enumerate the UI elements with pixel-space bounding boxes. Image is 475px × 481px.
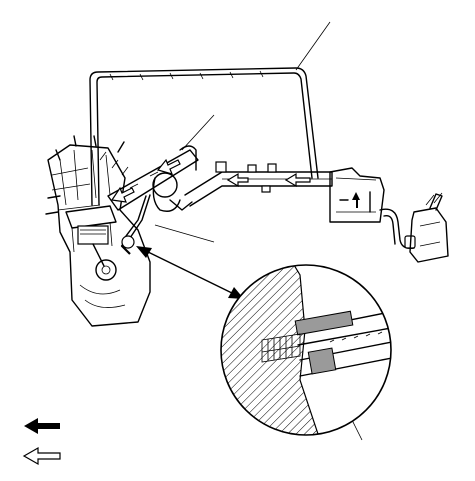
cylinder-head-section bbox=[65, 205, 117, 229]
detail-callout-arrow bbox=[136, 246, 244, 299]
outline-arrow-icon bbox=[22, 446, 61, 466]
engine-block bbox=[45, 135, 151, 327]
crank-pin bbox=[95, 259, 117, 281]
solid-arrow-icon bbox=[24, 418, 60, 434]
purge-valve bbox=[121, 235, 135, 249]
connecting-rod bbox=[92, 243, 105, 267]
canister-assembly bbox=[329, 167, 449, 263]
piston bbox=[77, 225, 109, 245]
flow-arrow-outline-2 bbox=[284, 172, 311, 188]
overhead-pipe-loop bbox=[89, 67, 319, 206]
canister-arrow-up bbox=[352, 192, 360, 200]
flow-arrow-outline-1 bbox=[226, 172, 249, 188]
detail-magnified-view bbox=[220, 264, 392, 436]
flow-arrow-outline-3 bbox=[110, 186, 135, 203]
legend bbox=[22, 418, 61, 466]
flow-arrow-outline-4 bbox=[156, 158, 181, 175]
vapor-pipe-main bbox=[110, 158, 333, 207]
